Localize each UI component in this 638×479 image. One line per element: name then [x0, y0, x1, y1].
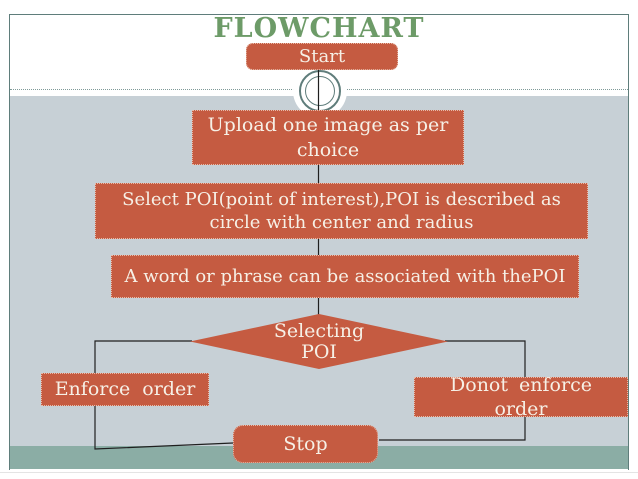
flow-node-associate-word: A word or phrase can be associated with … [111, 255, 579, 298]
flow-node-select-poi: Select POI(point of interest),POI is des… [95, 183, 588, 239]
flow-node-enforce-order-label: Enforce order [54, 378, 196, 401]
flow-node-donot-enforce-order-label: Donot enforce order [450, 373, 592, 420]
flow-node-stop-label: Stop [283, 432, 328, 455]
bottom-separator-line [0, 472, 638, 473]
flow-node-associate-word-label: A word or phrase can be associated with … [124, 265, 566, 287]
flow-node-enforce-order: Enforce order [41, 373, 209, 406]
flow-node-stop: Stop [233, 425, 378, 463]
flow-node-upload-image-label: Upload one image as per choice [207, 114, 449, 161]
flow-node-start-label: Start [298, 45, 346, 67]
flow-decision-label-line1: Selecting [273, 319, 365, 342]
thread-circle-inner-ring-icon [305, 76, 335, 106]
flow-node-upload-image: Upload one image as per choice [192, 110, 464, 165]
slide-title: FLOWCHART [213, 13, 425, 44]
flow-decision-label-line2: POI [301, 340, 337, 363]
flow-node-donot-enforce-order: Donot enforce order [414, 374, 628, 420]
flow-node-start: Start [246, 43, 398, 70]
flow-node-select-poi-label: Select POI(point of interest),POI is des… [122, 188, 561, 233]
